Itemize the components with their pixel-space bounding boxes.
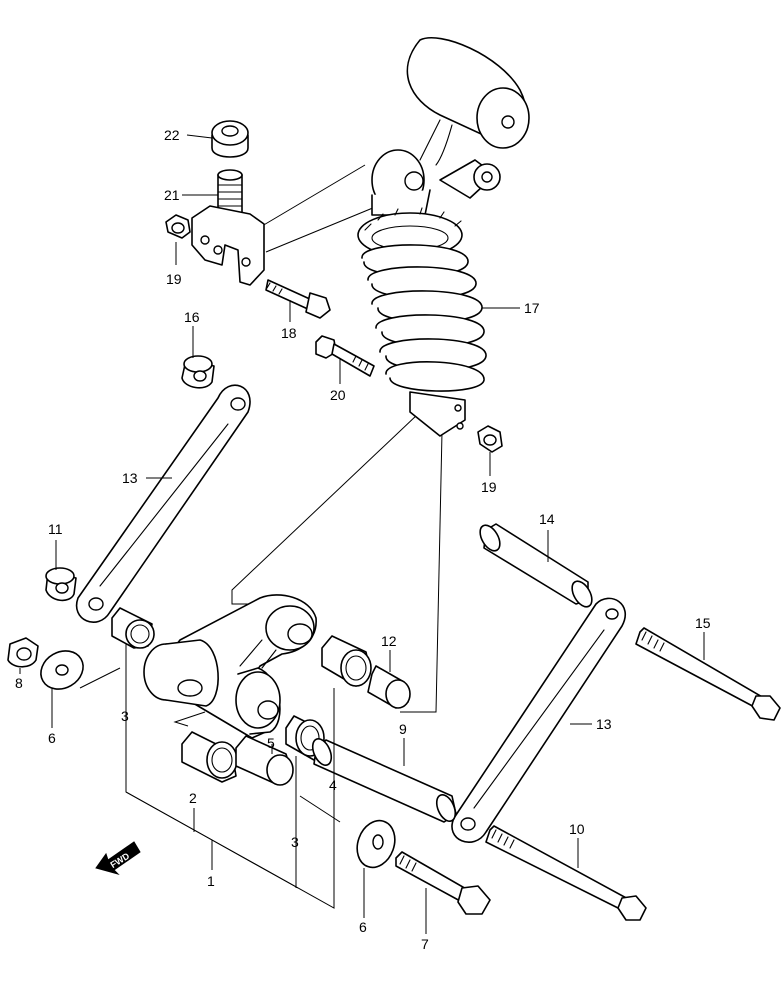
- label-13-left: 13: [122, 470, 138, 486]
- part-20-bolt: [315, 335, 375, 377]
- label-18: 18: [281, 325, 297, 341]
- leader-lines: [19, 134, 705, 934]
- part-9-sleeve: [311, 738, 457, 823]
- label-17: 17: [524, 300, 540, 316]
- label-16: 16: [184, 309, 200, 325]
- part-18-bolt: [265, 279, 331, 319]
- part-21-mount-bracket: [191, 169, 265, 286]
- part-13-tie-rod-right: [451, 597, 626, 843]
- part-1-linkage-arm: [143, 594, 317, 739]
- label-6-left: 6: [48, 730, 56, 746]
- part-22-nut: [211, 120, 249, 158]
- part-19-nut-lower: [477, 425, 503, 453]
- label-12: 12: [381, 633, 397, 649]
- label-19-upper: 19: [166, 271, 182, 287]
- label-7: 7: [421, 936, 429, 952]
- label-14: 14: [539, 511, 555, 527]
- part-15-bolt: [635, 627, 781, 721]
- label-22: 22: [164, 127, 180, 143]
- part-19-nut-upper: [165, 214, 191, 239]
- label-10: 10: [569, 821, 585, 837]
- part-3-bearing-upper: [111, 607, 155, 649]
- part-5-collar: [235, 735, 294, 786]
- label-3-lower: 3: [291, 834, 299, 850]
- part-11-collar: [45, 567, 77, 602]
- part-8-flange-nut: [7, 637, 39, 668]
- part-4-bearing: [321, 635, 372, 687]
- part-12-collar: [367, 665, 411, 709]
- forward-direction-arrow: FWD: [95, 841, 141, 875]
- label-2: 2: [189, 790, 197, 806]
- part-2-bearing: [181, 731, 238, 783]
- part-10-bolt: [485, 825, 647, 921]
- label-5: 5: [267, 735, 275, 751]
- label-6-lower: 6: [359, 919, 367, 935]
- label-4: 4: [329, 777, 337, 793]
- part-13-tie-rod-left: [75, 384, 251, 623]
- label-8: 8: [15, 675, 23, 691]
- label-15: 15: [695, 615, 711, 631]
- label-1: 1: [207, 873, 215, 889]
- label-21: 21: [164, 187, 180, 203]
- part-number-labels: 22 21 19 18 16 20 17 19 13 11 14 15 12 1…: [15, 127, 711, 952]
- part-7-bolt: [395, 851, 491, 915]
- label-13-right: 13: [596, 716, 612, 732]
- label-3-upper: 3: [121, 708, 129, 724]
- part-6-washer-lower: [356, 819, 396, 869]
- part-16-collar: [181, 355, 215, 389]
- label-9: 9: [399, 721, 407, 737]
- label-20: 20: [330, 387, 346, 403]
- assembly-guide-lines: [79, 164, 443, 823]
- label-11: 11: [48, 521, 63, 537]
- rear-shock-absorber: [357, 37, 530, 437]
- part-14-sleeve: [479, 523, 593, 608]
- part-6-washer-left: [40, 650, 84, 690]
- label-19-lower: 19: [481, 479, 497, 495]
